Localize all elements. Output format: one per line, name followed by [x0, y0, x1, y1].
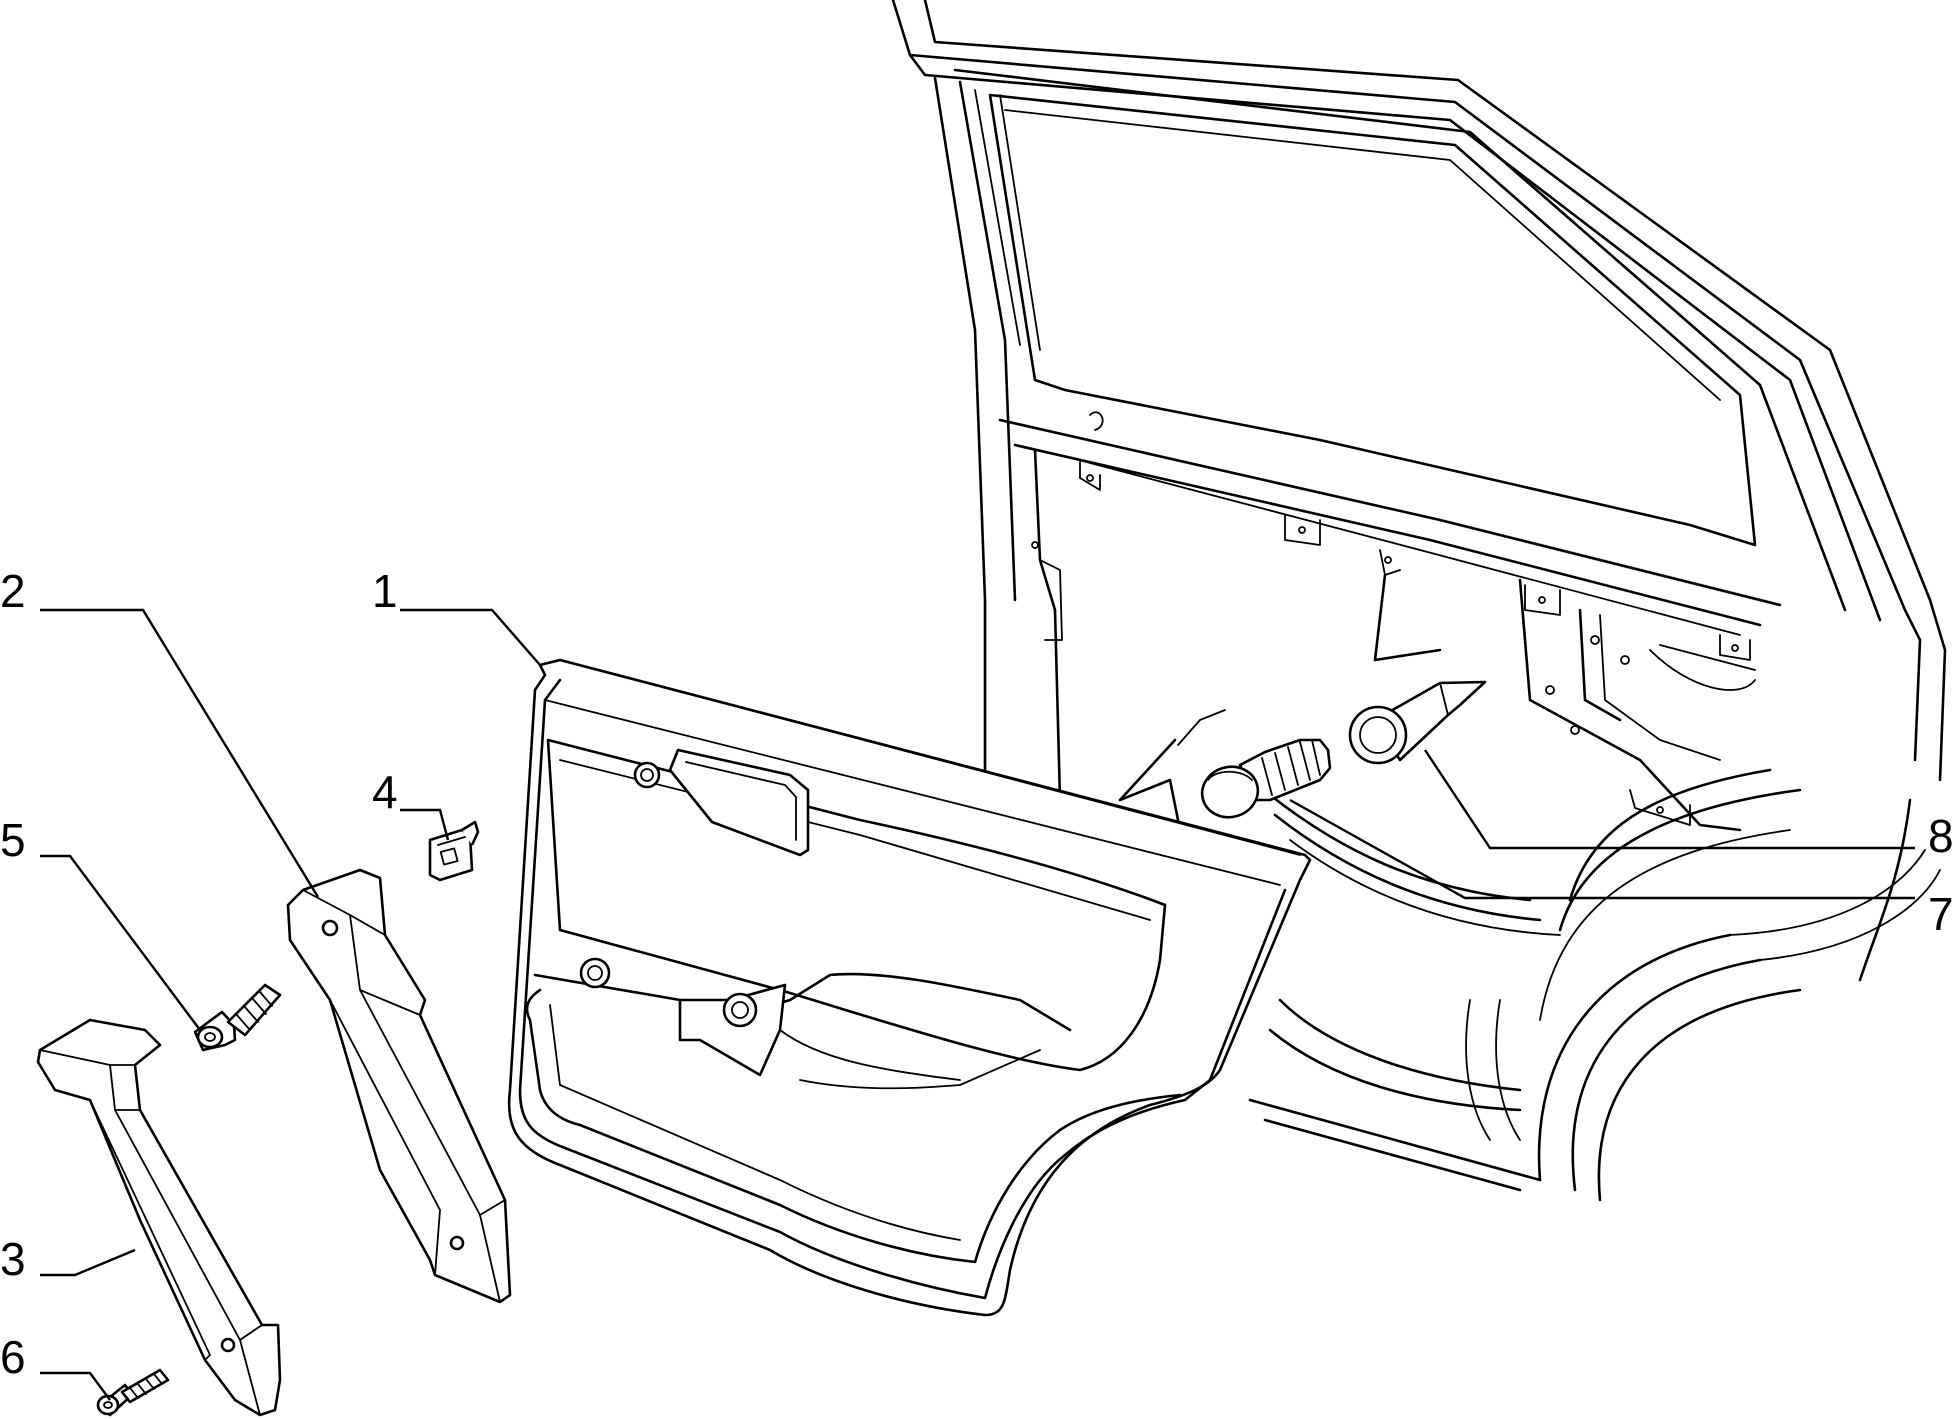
- leader-6: [40, 1371, 111, 1401]
- callout-4: 4: [372, 766, 398, 818]
- leader-2: [40, 608, 320, 898]
- callout-7: 7: [1928, 888, 1954, 940]
- plug-fastener-8: [1348, 680, 1487, 765]
- callout-labels: 1 2 3 4 5 6 7 8: [0, 565, 1954, 1383]
- leader-7: [1289, 798, 1915, 900]
- callout-1: 1: [372, 565, 398, 617]
- callout-8: 8: [1928, 810, 1954, 862]
- retaining-clip-4: [428, 820, 480, 882]
- leader-5: [40, 854, 201, 1031]
- door-shell: [891, 0, 1947, 1202]
- push-fastener-7: [1200, 738, 1332, 819]
- callout-3: 3: [0, 1233, 26, 1285]
- callout-6: 6: [0, 1331, 26, 1383]
- leader-lines: [40, 608, 1915, 1401]
- screw-6: [96, 1368, 170, 1417]
- leader-1: [400, 608, 541, 666]
- callout-2: 2: [0, 565, 26, 617]
- trim-strip-3: [36, 1018, 282, 1417]
- callout-5: 5: [0, 814, 26, 866]
- leader-4: [400, 808, 450, 841]
- door-trim-panel: [507, 658, 1312, 1317]
- leader-3: [40, 1248, 136, 1277]
- trim-strip-2: [286, 868, 512, 1304]
- screw-5: [193, 983, 282, 1052]
- leader-8: [1423, 749, 1915, 850]
